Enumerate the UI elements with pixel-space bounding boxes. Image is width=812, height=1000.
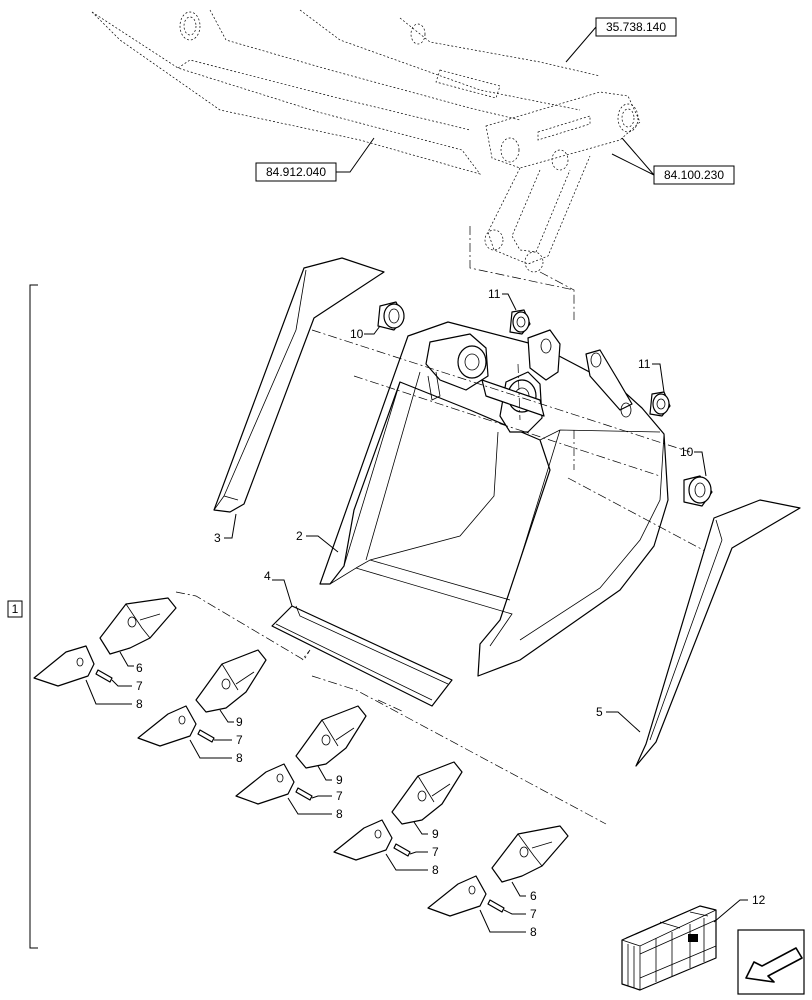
tooth-assembly-5 xyxy=(427,825,569,917)
reference-84100230[interactable]: 84.100.230 xyxy=(611,137,735,185)
callout-tooth-3: 9 7 8 xyxy=(287,765,343,821)
bushing-10-left xyxy=(377,301,405,331)
boom-arm-phantom xyxy=(91,9,601,175)
svg-text:5: 5 xyxy=(596,705,603,719)
parts-kit-crate-icon[interactable] xyxy=(621,905,717,991)
callout-4: 4 xyxy=(264,569,293,607)
callout-5: 5 xyxy=(596,705,641,733)
svg-text:84.100.230: 84.100.230 xyxy=(664,168,724,182)
tooth-assembly-1 xyxy=(33,597,177,687)
svg-text:8: 8 xyxy=(432,863,439,877)
callout-tooth-4: 9 7 8 xyxy=(385,821,439,877)
callout-11-right: 11 xyxy=(638,357,665,393)
callout-3: 3 xyxy=(214,513,237,545)
reference-35738140[interactable]: 35.738.140 xyxy=(565,17,677,63)
svg-text:3: 3 xyxy=(214,531,221,545)
svg-text:9: 9 xyxy=(432,827,439,841)
svg-text:10: 10 xyxy=(680,445,694,459)
svg-text:11: 11 xyxy=(638,357,651,371)
svg-text:9: 9 xyxy=(236,715,243,729)
svg-text:7: 7 xyxy=(136,679,143,693)
svg-text:9: 9 xyxy=(336,773,343,787)
reference-84912040[interactable]: 84.912.040 xyxy=(255,137,375,182)
svg-text:7: 7 xyxy=(530,907,537,921)
svg-text:8: 8 xyxy=(236,751,243,765)
svg-text:2: 2 xyxy=(296,529,303,543)
linkage-phantom xyxy=(484,91,641,273)
callout-11-left: 11 xyxy=(488,287,517,311)
side-cutter-right xyxy=(635,499,801,767)
navigation-arrow-icon[interactable] xyxy=(737,929,805,995)
svg-text:10: 10 xyxy=(350,327,364,341)
svg-text:35.738.140: 35.738.140 xyxy=(606,20,666,34)
tooth-assembly-2 xyxy=(137,649,267,747)
svg-text:7: 7 xyxy=(336,789,343,803)
tooth-assembly-3 xyxy=(235,705,367,805)
svg-text:4: 4 xyxy=(264,569,271,583)
svg-text:7: 7 xyxy=(432,845,439,859)
svg-text:1: 1 xyxy=(12,602,19,616)
side-cutter-left xyxy=(213,257,385,513)
svg-text:7: 7 xyxy=(236,733,243,747)
svg-text:6: 6 xyxy=(530,889,537,903)
svg-text:8: 8 xyxy=(530,925,537,939)
spacer-11-right xyxy=(649,391,671,417)
cutting-edge xyxy=(271,605,453,707)
callout-tooth-2: 9 7 8 xyxy=(189,709,243,765)
callout-2: 2 xyxy=(296,529,339,553)
callout-10-left: 10 xyxy=(350,325,381,341)
tooth-assembly-4 xyxy=(333,761,463,861)
bushing-10-right xyxy=(683,475,713,507)
svg-text:6: 6 xyxy=(136,661,143,675)
callout-tooth-5: 6 7 8 xyxy=(479,881,537,939)
spacer-11-left xyxy=(509,309,531,335)
svg-text:11: 11 xyxy=(488,287,501,301)
svg-text:8: 8 xyxy=(136,697,143,711)
kit-bracket: 1 xyxy=(7,284,38,949)
svg-text:84.912.040: 84.912.040 xyxy=(266,165,326,179)
callout-12: 12 xyxy=(713,893,766,923)
bucket-body xyxy=(319,321,669,677)
svg-text:12: 12 xyxy=(752,893,766,907)
callout-10-right: 10 xyxy=(680,445,707,477)
svg-text:8: 8 xyxy=(336,807,343,821)
callout-tooth-1: 6 7 8 xyxy=(85,651,143,711)
